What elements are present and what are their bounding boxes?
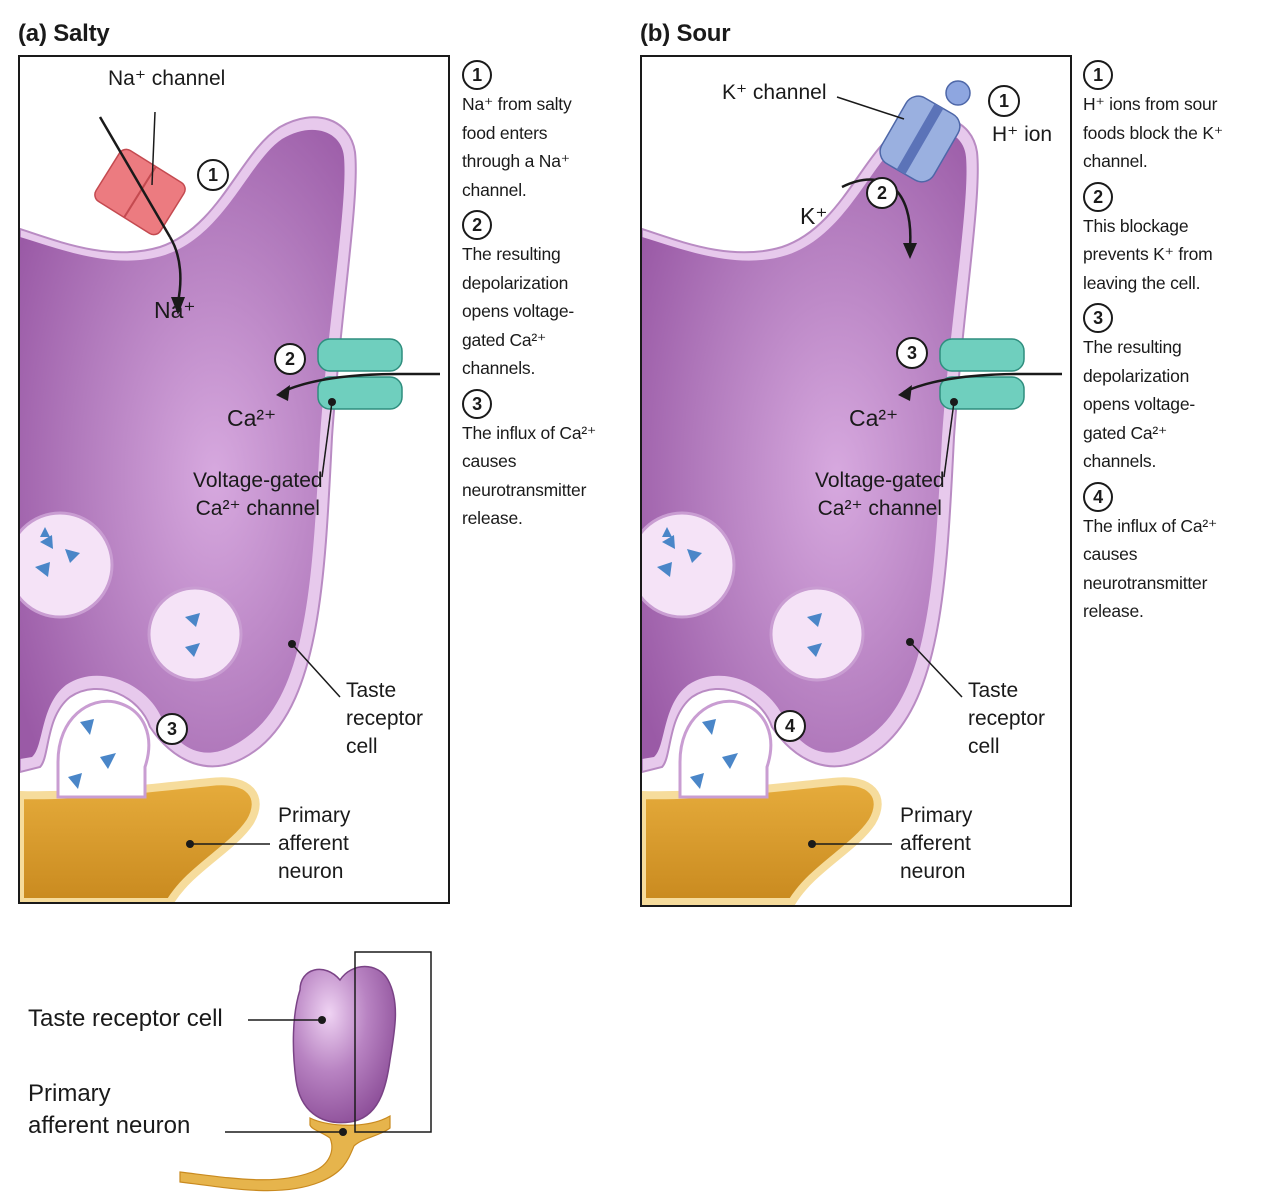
step-3: 3 The resulting depolarization opens vol… — [1083, 303, 1258, 476]
marker-3: 3 — [896, 337, 928, 369]
h-ion — [945, 80, 971, 106]
release-pocket — [56, 699, 151, 799]
panel-a-steps: 1 Na⁺ from salty food enters through a N… — [462, 60, 637, 539]
vesicle — [769, 586, 865, 682]
ca-flow-arrow — [903, 372, 1023, 394]
marker-3: 3 — [156, 713, 188, 745]
taste-cell-label: Taste receptor cell — [346, 679, 424, 758]
ca-flow-arrow — [281, 372, 401, 394]
vesicle — [147, 586, 243, 682]
step-text: Na⁺ from salty food enters through a Na⁺… — [462, 94, 572, 200]
panel-a-svg — [20, 111, 440, 902]
step-1: 1 H⁺ ions from sour foods block the K⁺ c… — [1083, 60, 1258, 176]
marker-4: 4 — [774, 710, 806, 742]
overview-neuron-label: Primary afferent neuron — [28, 1080, 191, 1139]
overview-zoom-box — [354, 951, 432, 1133]
overview-cell-label: Taste receptor cell — [28, 1005, 223, 1032]
taste-cell-label: Taste receptor cell — [968, 679, 1046, 758]
neuron-label: Primary afferent neuron — [900, 804, 973, 883]
panel-b-diagram: K⁺ channel H⁺ ion K⁺ Ca²⁺ Voltage-gated … — [640, 55, 1072, 907]
step-number: 1 — [462, 60, 492, 90]
panel-a-diagram: Na⁺ channel Na⁺ Ca²⁺ Voltage-gated Ca²⁺ … — [18, 55, 450, 904]
step-number: 2 — [462, 210, 492, 240]
step-2: 2 This blockage prevents K⁺ from leaving… — [1083, 181, 1258, 298]
ca-channel-label: Voltage-gated Ca²⁺ channel — [193, 469, 323, 520]
panel-b-steps: 1 H⁺ ions from sour foods block the K⁺ c… — [1083, 60, 1258, 632]
step-text: The resulting depolarization opens volta… — [462, 244, 575, 378]
taste-cell-body — [20, 129, 345, 759]
marker-1: 1 — [197, 159, 229, 191]
ca-channel — [317, 338, 403, 410]
vesicle — [20, 511, 114, 619]
overview-taste-cell — [292, 965, 397, 1124]
na-channel-label: Na⁺ channel — [108, 67, 226, 90]
release-pocket — [678, 699, 773, 799]
step-text: This blockage prevents K⁺ from leaving t… — [1083, 215, 1213, 293]
h-ion-label: H⁺ ion — [992, 123, 1053, 146]
step-number: 2 — [1083, 181, 1113, 212]
ca-ion-label: Ca²⁺ — [849, 405, 899, 431]
neuron-label: Primary afferent neuron — [278, 804, 351, 883]
na-flow-arrow — [168, 236, 182, 303]
step-text: The influx of Ca²⁺ causes neurotransmitt… — [1083, 515, 1218, 622]
step-3: 3 The influx of Ca²⁺ causes neurotransmi… — [462, 388, 637, 533]
afferent-neuron — [642, 777, 882, 905]
taste-cell-body — [642, 129, 967, 759]
vesicle — [642, 511, 736, 619]
step-2: 2 The resulting depolarization opens vol… — [462, 210, 637, 383]
step-1: 1 Na⁺ from salty food enters through a N… — [462, 60, 637, 204]
na-channel — [94, 148, 186, 236]
k-channel-label: K⁺ channel — [722, 81, 827, 104]
na-ion-label: Na⁺ — [154, 297, 196, 323]
marker-1: 1 — [988, 85, 1020, 117]
ca-channel — [939, 338, 1025, 410]
step-text: The influx of Ca²⁺ causes neurotransmitt… — [462, 422, 597, 529]
step-number: 4 — [1083, 481, 1113, 512]
step-4: 4 The influx of Ca²⁺ causes neurotransmi… — [1083, 481, 1258, 626]
panel-b-svg — [642, 80, 1062, 905]
step-number: 1 — [1083, 60, 1113, 90]
afferent-neuron — [20, 777, 260, 902]
overview-neuron — [179, 1114, 391, 1192]
step-number: 3 — [462, 388, 492, 419]
panel-b-title: (b) Sour — [640, 20, 731, 47]
marker-2: 2 — [274, 343, 306, 375]
ca-channel-label: Voltage-gated Ca²⁺ channel — [815, 469, 945, 520]
panel-a-title: (a) Salty — [18, 20, 110, 47]
overview-diagram — [179, 951, 432, 1192]
k-ion-label: K⁺ — [800, 203, 828, 229]
step-number: 3 — [1083, 303, 1113, 333]
step-text: The resulting depolarization opens volta… — [1083, 337, 1196, 471]
step-text: H⁺ ions from sour foods block the K⁺ cha… — [1083, 94, 1223, 171]
ca-ion-label: Ca²⁺ — [227, 405, 277, 431]
marker-2: 2 — [866, 177, 898, 209]
